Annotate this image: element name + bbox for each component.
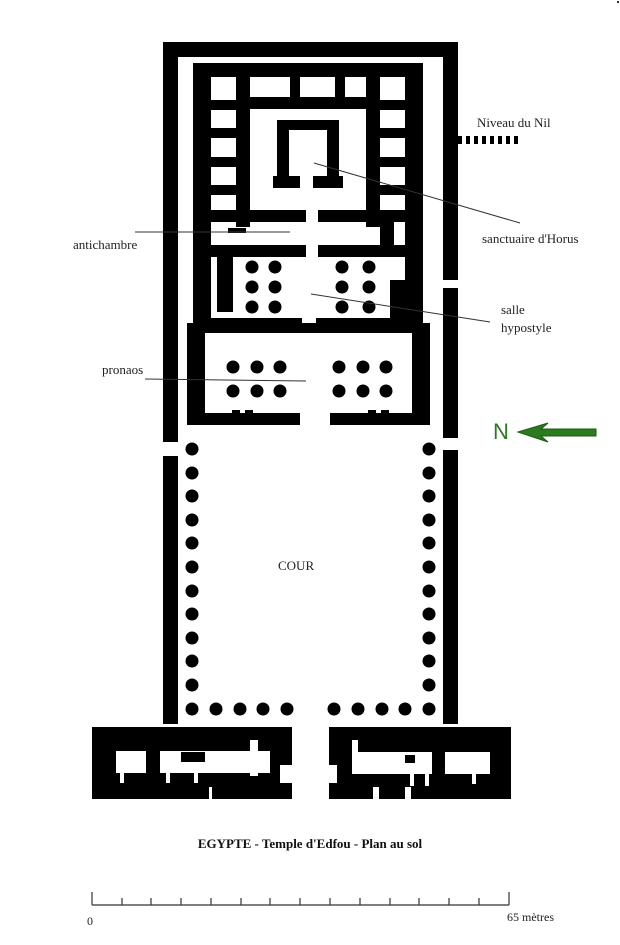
label-court: COUR (278, 558, 315, 573)
court-columns (185, 442, 436, 716)
label-pronaos: pronaos (102, 362, 144, 377)
leader-hypostyle (310, 293, 491, 323)
hypostyle-walls (193, 255, 423, 325)
leader-pronaos (144, 378, 307, 382)
label-hypostyle-line2: hypostyle (501, 320, 552, 335)
scale-bar (91, 892, 510, 906)
enclosure-wall (163, 42, 458, 724)
hypostyle-columns (245, 260, 376, 314)
label-sanctuary: sanctuaire d'Horus (482, 231, 579, 246)
label-antechamber: antichambre (73, 237, 138, 252)
label-nile-level: Niveau du Nil (477, 115, 551, 130)
diagram-title: EGYPTE - Temple d'Edfou - Plan au sol (197, 836, 423, 851)
north-letter: N (493, 419, 509, 444)
pronaos-columns (226, 360, 393, 398)
corner-dot (617, 1, 619, 3)
pronaos-walls (187, 318, 430, 425)
scale-start-label: 0 (87, 914, 93, 928)
north-arrow-icon (516, 422, 597, 443)
scale-end-label: 65 mètres (507, 910, 554, 924)
leader-sanctuary (313, 162, 521, 224)
nile-level-marker (450, 136, 518, 144)
label-hypostyle-line1: salle (501, 302, 525, 317)
